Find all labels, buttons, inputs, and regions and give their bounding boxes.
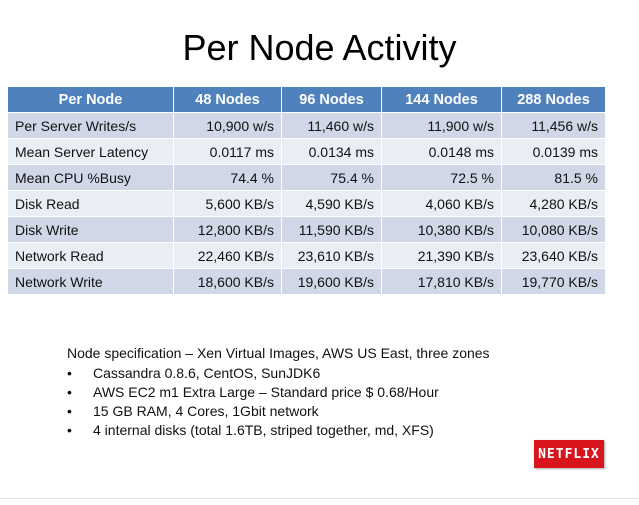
list-item-text: 15 GB RAM, 4 Cores, 1Gbit network (93, 403, 319, 419)
table-row: Per Server Writes/s 10,900 w/s 11,460 w/… (7, 112, 606, 139)
bullet-icon: • (67, 384, 72, 400)
netflix-logo: NETFLIX (534, 440, 604, 468)
table-cell: 11,456 w/s (501, 112, 606, 139)
table-row: Mean Server Latency 0.0117 ms 0.0134 ms … (7, 138, 606, 165)
bullet-icon: • (67, 422, 72, 438)
row-label: Mean Server Latency (7, 138, 174, 165)
spec-list: • Cassandra 0.8.6, CentOS, SunJDK6 • AWS… (67, 364, 587, 440)
list-item: • Cassandra 0.8.6, CentOS, SunJDK6 (67, 364, 587, 383)
table-cell: 10,380 KB/s (381, 216, 502, 243)
list-item: • 4 internal disks (total 1.6TB, striped… (67, 421, 587, 440)
column-header: 288 Nodes (501, 86, 606, 113)
row-label: Disk Write (7, 216, 174, 243)
column-header: 96 Nodes (281, 86, 382, 113)
table-cell: 11,900 w/s (381, 112, 502, 139)
node-specification: Node specification – Xen Virtual Images,… (67, 344, 587, 440)
table-row: Network Write 18,600 KB/s 19,600 KB/s 17… (7, 268, 606, 295)
row-label: Mean CPU %Busy (7, 164, 174, 191)
table-cell: 11,590 KB/s (281, 216, 382, 243)
bullet-icon: • (67, 365, 72, 381)
list-item-text: 4 internal disks (total 1.6TB, striped t… (93, 422, 434, 438)
row-label: Disk Read (7, 190, 174, 217)
table-cell: 23,640 KB/s (501, 242, 606, 269)
column-header: 48 Nodes (173, 86, 282, 113)
divider (0, 498, 639, 499)
table-cell: 12,800 KB/s (173, 216, 282, 243)
table-cell: 74.4 % (173, 164, 282, 191)
table-cell: 11,460 w/s (281, 112, 382, 139)
bullet-icon: • (67, 403, 72, 419)
column-header: Per Node (7, 86, 174, 113)
table-cell: 4,060 KB/s (381, 190, 502, 217)
table-row: Disk Write 12,800 KB/s 11,590 KB/s 10,38… (7, 216, 606, 243)
table-row: Disk Read 5,600 KB/s 4,590 KB/s 4,060 KB… (7, 190, 606, 217)
table-cell: 21,390 KB/s (381, 242, 502, 269)
table-cell: 0.0134 ms (281, 138, 382, 165)
table-cell: 23,610 KB/s (281, 242, 382, 269)
table-cell: 18,600 KB/s (173, 268, 282, 295)
row-label: Per Server Writes/s (7, 112, 174, 139)
table-cell: 10,900 w/s (173, 112, 282, 139)
table-cell: 72.5 % (381, 164, 502, 191)
slide-title: Per Node Activity (182, 27, 457, 68)
list-item: • AWS EC2 m1 Extra Large – Standard pric… (67, 383, 587, 402)
per-node-activity-table: Per Node 48 Nodes 96 Nodes 144 Nodes 288… (7, 86, 606, 295)
table-cell: 4,590 KB/s (281, 190, 382, 217)
row-label: Network Read (7, 242, 174, 269)
list-item: • 15 GB RAM, 4 Cores, 1Gbit network (67, 402, 587, 421)
list-item-text: Cassandra 0.8.6, CentOS, SunJDK6 (93, 365, 321, 381)
table-cell: 10,080 KB/s (501, 216, 606, 243)
table-cell: 19,600 KB/s (281, 268, 382, 295)
table-cell: 22,460 KB/s (173, 242, 282, 269)
table-cell: 0.0117 ms (173, 138, 282, 165)
table-row: Network Read 22,460 KB/s 23,610 KB/s 21,… (7, 242, 606, 269)
column-header: 144 Nodes (381, 86, 502, 113)
table-row: Mean CPU %Busy 74.4 % 75.4 % 72.5 % 81.5… (7, 164, 606, 191)
table-cell: 5,600 KB/s (173, 190, 282, 217)
list-item-text: AWS EC2 m1 Extra Large – Standard price … (93, 384, 439, 400)
table-cell: 75.4 % (281, 164, 382, 191)
table-cell: 0.0139 ms (501, 138, 606, 165)
table-cell: 19,770 KB/s (501, 268, 606, 295)
table-cell: 81.5 % (501, 164, 606, 191)
table-cell: 0.0148 ms (381, 138, 502, 165)
table-cell: 17,810 KB/s (381, 268, 502, 295)
table-header-row: Per Node 48 Nodes 96 Nodes 144 Nodes 288… (7, 86, 606, 113)
row-label: Network Write (7, 268, 174, 295)
spec-heading: Node specification – Xen Virtual Images,… (67, 345, 490, 361)
table-cell: 4,280 KB/s (501, 190, 606, 217)
